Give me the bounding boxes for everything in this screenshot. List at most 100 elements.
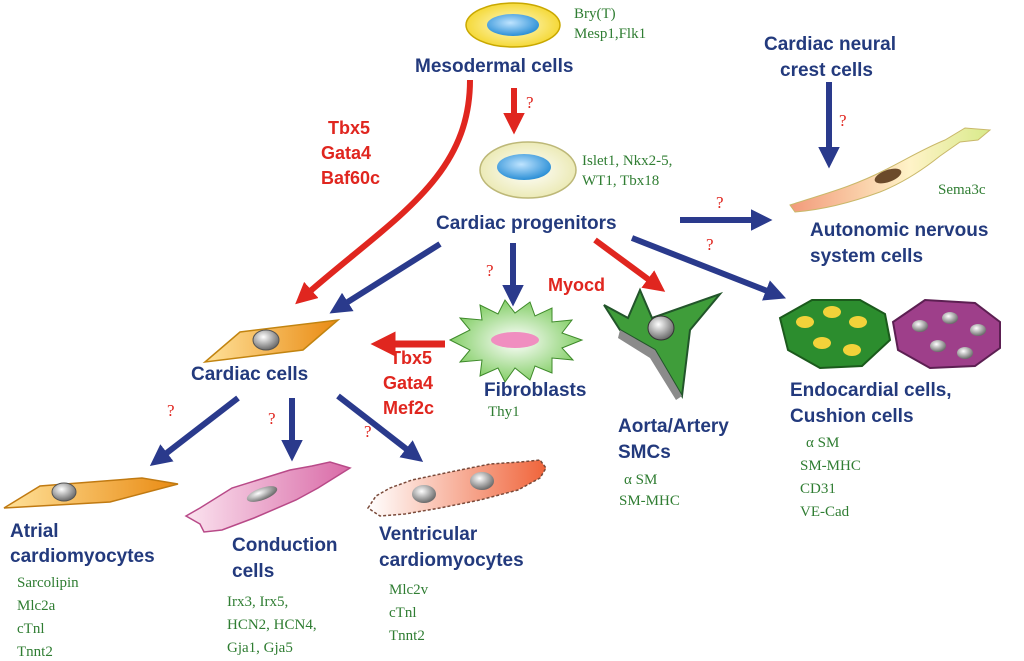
conduction-label-2: cells	[232, 561, 274, 582]
endocardial-marker-3: CD31	[800, 481, 836, 497]
mesodermal-cell-group: Mesodermal cells Bry(T) Mesp1,Flk1	[415, 2, 646, 77]
smc-marker-2: SM-MHC	[619, 493, 680, 509]
cushion-cluster-icon	[891, 298, 1001, 370]
unknown-marks: ? ? ? ? ? ? ? ?	[167, 93, 847, 441]
endocardial-marker-4: VE-Cad	[800, 504, 850, 520]
arrow-cardiac-to-ventricular	[336, 393, 424, 462]
atrial-label-2: cardiomyocytes	[10, 546, 155, 567]
atrial-marker-2: Mlc2a	[17, 598, 56, 614]
cushion-nucleus-5	[957, 347, 973, 359]
arrow-progenitors-to-smc	[593, 237, 666, 292]
ventricular-cell-icon	[366, 459, 547, 517]
progenitor-nucleus-icon	[497, 154, 551, 180]
fibro-factor-3: Mef2c	[383, 398, 434, 418]
smc-cell-icon	[603, 287, 724, 400]
unknown-mark-neural-crest: ?	[839, 111, 847, 130]
arrow-cardiac-to-atrial	[149, 395, 240, 466]
unknown-mark-mesoderm-progenitor: ?	[526, 93, 534, 112]
mesodermal-marker-1: Bry(T)	[574, 6, 616, 22]
unknown-mark-fibroblast: ?	[486, 261, 494, 280]
ventricular-cell-group: Ventricular cardiomyocytes Mlc2v cTnl Tn…	[366, 459, 547, 644]
fibroblast-label: Fibroblasts	[484, 380, 586, 401]
ventricular-marker-2: cTnl	[389, 605, 417, 621]
mesodermal-label: Mesodermal cells	[415, 56, 573, 77]
cushion-nucleus-3	[970, 324, 986, 336]
unknown-mark-conduction: ?	[268, 409, 276, 428]
arrows	[149, 79, 840, 466]
ventricular-nucleus-1-icon	[412, 485, 436, 503]
endocardial-marker-2: SM-MHC	[800, 458, 861, 474]
cardiac-label: Cardiac cells	[191, 364, 308, 385]
progenitor-cell-group: Cardiac progenitors Islet1, Nkx2-5, WT1,…	[436, 141, 672, 234]
arrow-progenitors-to-endocardial	[630, 235, 787, 301]
ventricular-label-2: cardiomyocytes	[379, 550, 524, 571]
smc-label-1: Aorta/Artery	[618, 416, 729, 437]
atrial-marker-1: Sarcolipin	[17, 575, 79, 591]
ventricular-nucleus-2-icon	[470, 472, 494, 490]
conduction-marker-3: Gja1, Gja5	[227, 640, 293, 656]
unknown-mark-ventricular: ?	[364, 422, 372, 441]
atrial-cell-icon	[3, 477, 179, 509]
endocardial-nucleus-2	[823, 306, 841, 318]
smc-marker-1: α SM	[624, 472, 657, 488]
mesodermal-marker-2: Mesp1,Flk1	[574, 26, 646, 42]
endocardial-nucleus-3	[849, 316, 867, 328]
unknown-mark-atrial: ?	[167, 401, 175, 420]
endocardial-nucleus-4	[813, 337, 831, 349]
direct-factor-1: Tbx5	[328, 118, 370, 138]
autonomic-marker-1: Sema3c	[938, 182, 986, 198]
myocd-factor: Myocd	[548, 275, 605, 295]
mesodermal-nucleus-icon	[487, 14, 539, 36]
endocardial-nucleus-1	[796, 316, 814, 328]
fibro-factor-1: Tbx5	[390, 348, 432, 368]
endocardial-label-1: Endocardial cells,	[790, 380, 952, 401]
direct-factor-2: Gata4	[321, 143, 371, 163]
atrial-nucleus-icon	[51, 482, 77, 502]
endocardial-marker-1: α SM	[806, 435, 839, 451]
atrial-marker-3: cTnl	[17, 621, 45, 637]
ventricular-marker-3: Tnnt2	[389, 628, 425, 644]
ventricular-marker-1: Mlc2v	[389, 582, 429, 598]
conduction-marker-1: Irx3, Irx5,	[227, 594, 288, 610]
endocardial-cell-group: Endocardial cells, Cushion cells α SM SM…	[778, 298, 1001, 520]
direct-factor-3: Baf60c	[321, 168, 380, 188]
unknown-mark-autonomic: ?	[716, 193, 724, 212]
smc-cell-shadow	[618, 330, 682, 400]
arrow-mesoderm-to-cardiac-direct	[295, 79, 473, 305]
fibroblast-cell-group: Fibroblasts Thy1	[448, 299, 586, 420]
autonomic-label-1: Autonomic nervous	[810, 220, 988, 241]
progenitor-marker-2: WT1, Tbx18	[582, 173, 659, 189]
cardiac-cell-group: Cardiac cells	[191, 318, 341, 385]
autonomic-nucleus-icon	[874, 168, 902, 184]
cardiac-nucleus-icon	[252, 329, 280, 351]
conduction-nucleus-icon	[246, 486, 278, 502]
direct-reprogramming-factors: Tbx5 Gata4 Baf60c	[321, 118, 380, 188]
smc-label-2: SMCs	[618, 442, 671, 463]
autonomic-cell-group: Sema3c Autonomic nervous system cells	[789, 127, 992, 267]
endocardial-label-2: Cushion cells	[790, 406, 914, 427]
fibroblast-nucleus-icon	[491, 332, 539, 348]
neural-crest-label-2: crest cells	[780, 60, 873, 81]
atrial-cell-group: Atrial cardiomyocytes Sarcolipin Mlc2a c…	[3, 477, 179, 660]
smc-cell-group: Aorta/Artery SMCs α SM SM-MHC	[603, 287, 729, 509]
conduction-marker-2: HCN2, HCN4,	[227, 617, 317, 633]
autonomic-label-2: system cells	[810, 246, 923, 267]
fibroblast-marker-1: Thy1	[488, 404, 520, 420]
cushion-nucleus-1	[912, 320, 928, 332]
fibro-factor-2: Gata4	[383, 373, 433, 393]
cushion-nucleus-2	[942, 312, 958, 324]
ventricular-label-1: Ventricular	[379, 524, 478, 545]
cushion-nucleus-4	[930, 340, 946, 352]
conduction-label-1: Conduction	[232, 535, 338, 556]
progenitor-marker-1: Islet1, Nkx2-5,	[582, 153, 672, 169]
neural-crest-label-1: Cardiac neural	[764, 34, 896, 55]
conduction-cell-group: Conduction cells Irx3, Irx5, HCN2, HCN4,…	[184, 461, 352, 656]
arrow-progenitors-to-cardiac	[329, 241, 442, 314]
neural-crest-group: Cardiac neural crest cells	[764, 34, 896, 81]
fibroblast-reprogramming-factors: Tbx5 Gata4 Mef2c	[383, 348, 434, 418]
smc-nucleus-icon	[647, 315, 675, 341]
atrial-label-1: Atrial	[10, 521, 59, 542]
progenitor-label: Cardiac progenitors	[436, 213, 617, 234]
endocardial-nucleus-5	[843, 344, 861, 356]
